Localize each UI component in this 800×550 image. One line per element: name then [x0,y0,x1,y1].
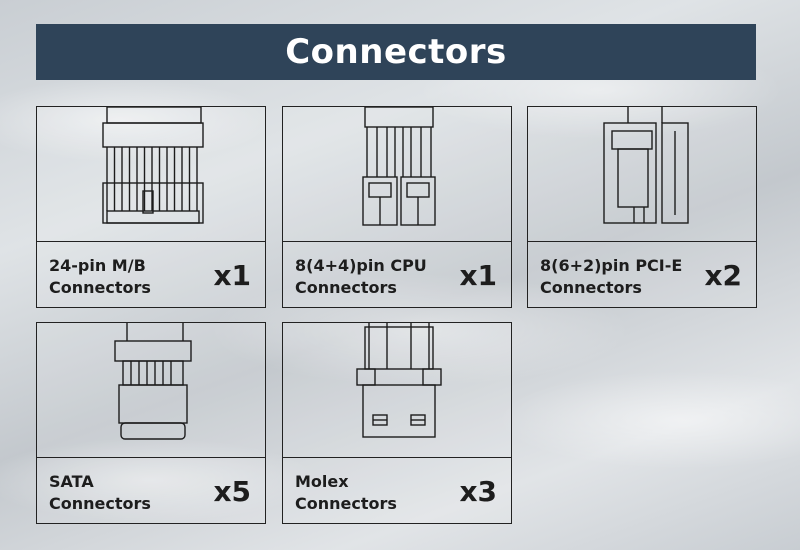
card-pcie-8pin: 8(6+2)pin PCI-E Connectors x2 [527,106,757,308]
card-divider [283,457,511,458]
page-title: Connectors [285,32,507,72]
card-label: SATA Connectors [49,472,151,513]
atx-24pin-connector-icon [37,107,265,241]
cpu-8pin-connector-icon [283,107,511,241]
molex-connector-icon [283,323,511,457]
card-count: x5 [213,475,251,508]
card-label: 8(6+2)pin PCI-E Connectors [540,256,683,297]
card-label: Molex Connectors [295,472,397,513]
card-divider [37,457,265,458]
card-molex: Molex Connectors x3 [282,322,512,524]
sata-connector-icon [37,323,265,457]
title-banner: Connectors [36,24,756,80]
card-divider [37,241,265,242]
card-cpu-8pin: 8(4+4)pin CPU Connectors x1 [282,106,512,308]
card-24pin: 24-pin M/B Connectors x1 [36,106,266,308]
card-label: 24-pin M/B Connectors [49,256,151,297]
card-divider [528,241,756,242]
card-count: x3 [459,475,497,508]
card-label: 8(4+4)pin CPU Connectors [295,256,427,297]
card-divider [283,241,511,242]
card-count: x1 [459,259,497,292]
pcie-8pin-connector-icon [528,107,756,241]
card-sata: SATA Connectors x5 [36,322,266,524]
card-count: x2 [704,259,742,292]
card-count: x1 [213,259,251,292]
